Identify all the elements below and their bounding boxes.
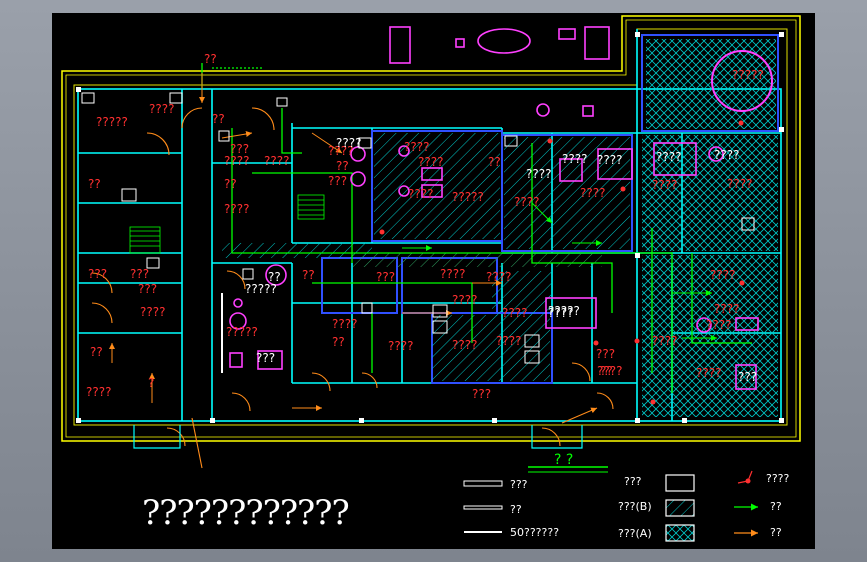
room-label: ?? — [332, 335, 345, 349]
scale-mark: ? ? — [554, 452, 574, 468]
room-label: ???? — [332, 317, 358, 331]
cad-drawing-canvas[interactable]: ?? ????? ???? ?? ??? ???? ???? ?? ??? ??… — [52, 13, 815, 549]
entrances — [133, 425, 583, 449]
room-label: ?? — [90, 345, 103, 359]
room-label: ???? — [580, 186, 606, 200]
room-label: ?? — [488, 155, 501, 169]
legend-area-label: ??? — [624, 475, 642, 488]
room-label: ??? — [376, 270, 396, 284]
equipment-label: ???? — [526, 167, 552, 181]
room-label: ?? — [224, 177, 237, 191]
personnel-arrows — [402, 202, 717, 341]
room-label: ? — [148, 376, 155, 390]
room-label: ??? — [88, 267, 108, 281]
equipment-label: ???? — [656, 150, 682, 164]
room-label: ?? — [302, 268, 315, 282]
clean-area-hatches — [222, 39, 778, 417]
red-markers — [379, 120, 745, 405]
legend-area-label: ???(A) — [618, 527, 652, 540]
room-label: ???? — [696, 366, 722, 380]
room-label: ??? — [472, 387, 492, 401]
room-label: ???? — [440, 267, 466, 281]
legend-area-label: ???(B) — [618, 500, 652, 513]
legend-flow-label: ???? — [766, 472, 790, 485]
equipment-label: ???? — [548, 306, 574, 320]
equipment-label: ????? — [245, 282, 277, 296]
floor-plan-svg — [61, 15, 801, 542]
legend-line-label: ?? — [510, 503, 522, 516]
equipment-label: ??? — [738, 370, 758, 384]
room-label: ???? — [404, 140, 430, 154]
equipment-label: ???? — [336, 136, 362, 150]
room-label: ???? — [452, 338, 478, 352]
room-label: ???? — [452, 293, 478, 307]
room-label: ???? — [328, 144, 354, 158]
column-markers — [76, 32, 784, 423]
room-label: ???? — [418, 155, 444, 169]
room-label: ???? — [149, 102, 175, 116]
room-label: ????? — [226, 325, 258, 339]
room-label: ???? — [514, 195, 540, 209]
room-label: ???? — [140, 305, 166, 319]
room-label: ???? — [496, 334, 522, 348]
room-label: ????? — [96, 115, 128, 129]
staircase — [129, 194, 325, 254]
room-label: ?? — [600, 364, 613, 378]
room-label: ???? — [652, 334, 678, 348]
fixtures — [81, 92, 755, 373]
equipment-label: ???? — [597, 153, 623, 167]
room-label: ?? — [336, 159, 349, 173]
equipment-label: ??? — [256, 351, 276, 365]
room-label: ??? — [230, 142, 250, 156]
flow-arrows — [109, 73, 598, 424]
equipment-label: ???? — [562, 152, 588, 166]
legend-graphics — [463, 466, 758, 542]
room-label: ?? — [212, 112, 225, 126]
room-label: ??? — [596, 347, 616, 361]
room-label: ????? — [732, 68, 764, 82]
room-label: ???? — [264, 154, 290, 168]
equipment-label: ????? — [548, 304, 580, 318]
equipment-label: ?? — [268, 270, 281, 284]
room-label: ???? — [408, 187, 434, 201]
room-label: ?? — [88, 177, 101, 191]
legend-line-label: 50?????? — [510, 526, 560, 539]
legend-flow-label: ?? — [770, 500, 782, 513]
room-label: ???? — [224, 154, 250, 168]
room-label: ?? — [204, 52, 217, 66]
room-label: ???? — [727, 177, 753, 191]
room-label: ???? — [486, 270, 512, 284]
equipment — [229, 26, 773, 390]
room-label: ???? — [86, 385, 112, 399]
room-label: ??? — [138, 282, 158, 296]
room-label: ??? — [130, 267, 150, 281]
drawing-title: ???????????? — [142, 493, 350, 533]
legend-flow-label: ?? — [770, 526, 782, 539]
room-label: ???? — [706, 318, 732, 332]
room-label: ???? — [652, 178, 678, 192]
legend-line-label: ??? — [510, 478, 528, 491]
room-label: ???? — [224, 202, 250, 216]
room-label: ???? — [388, 339, 414, 353]
room-label: ???? — [714, 302, 740, 316]
room-label: ????? — [452, 190, 484, 204]
room-label: ???? — [597, 364, 623, 378]
room-label: ??? — [328, 174, 348, 188]
room-label: ???? — [710, 268, 736, 282]
room-label: ???? — [502, 306, 528, 320]
equipment-label: ???? — [714, 148, 740, 162]
